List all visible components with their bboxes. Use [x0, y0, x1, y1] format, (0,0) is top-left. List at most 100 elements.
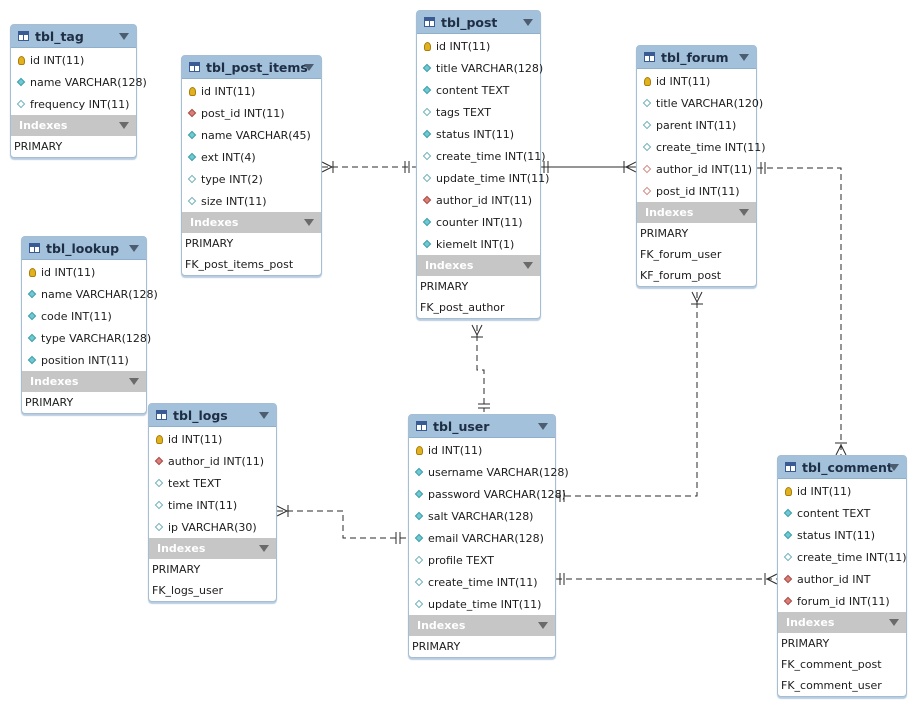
collapse-arrow-icon[interactable]	[538, 622, 548, 629]
table-header[interactable]: tbl_user	[409, 415, 555, 438]
column-row[interactable]: name VARCHAR(128)	[22, 283, 158, 305]
indexes-header[interactable]: Indexes	[778, 612, 906, 633]
collapse-arrow-icon[interactable]	[523, 19, 533, 26]
column-row[interactable]: create_time INT(11)	[409, 571, 555, 593]
index-item[interactable]: PRIMARY	[420, 280, 469, 293]
indexes-header[interactable]: Indexes	[149, 538, 276, 559]
index-item[interactable]: KF_forum_post	[640, 269, 722, 282]
column-row[interactable]: update_time INT(11)	[417, 167, 549, 189]
column-row[interactable]: post_id INT(11)	[637, 180, 756, 202]
column-row[interactable]: parent INT(11)	[637, 114, 756, 136]
column-row[interactable]: create_time INT(11)	[637, 136, 766, 158]
table-header[interactable]: tbl_tag	[11, 25, 136, 48]
indexes-header[interactable]: Indexes	[409, 615, 555, 636]
column-row[interactable]: id INT(11)	[22, 261, 146, 283]
collapse-arrow-icon[interactable]	[129, 245, 139, 252]
indexes-header[interactable]: Indexes	[417, 255, 540, 276]
collapse-arrow-icon[interactable]	[119, 122, 129, 129]
column-row[interactable]: create_time INT(11)	[778, 546, 907, 568]
table-header[interactable]: tbl_post_items	[182, 56, 321, 79]
index-item[interactable]: PRIMARY	[152, 563, 201, 576]
index-item[interactable]: FK_post_author	[420, 301, 505, 314]
column-row[interactable]: text TEXT	[149, 472, 276, 494]
index-item[interactable]: PRIMARY	[14, 140, 63, 153]
index-item[interactable]: FK_post_items_post	[185, 258, 294, 271]
index-item[interactable]: PRIMARY	[412, 640, 461, 653]
column-row[interactable]: profile TEXT	[409, 549, 555, 571]
column-row[interactable]: title VARCHAR(120)	[637, 92, 763, 114]
column-row[interactable]: frequency INT(11)	[11, 93, 136, 115]
column-row[interactable]: size INT(11)	[182, 190, 321, 212]
index-item[interactable]: PRIMARY	[781, 637, 830, 650]
column-row[interactable]: author_id INT	[778, 568, 906, 590]
collapse-arrow-icon[interactable]	[538, 423, 548, 430]
column-row[interactable]: id INT(11)	[778, 480, 906, 502]
column-row[interactable]: tags TEXT	[417, 101, 540, 123]
indexes-header[interactable]: Indexes	[11, 115, 136, 136]
table-header[interactable]: tbl_logs	[149, 404, 276, 427]
collapse-arrow-icon[interactable]	[739, 209, 749, 216]
column-row[interactable]: author_id INT(11)	[417, 189, 540, 211]
column-row[interactable]: content TEXT	[778, 502, 906, 524]
column-row[interactable]: content TEXT	[417, 79, 540, 101]
column-row[interactable]: forum_id INT(11)	[778, 590, 906, 612]
rel-post-user[interactable]	[476, 325, 485, 412]
index-item[interactable]: FK_comment_user	[781, 679, 882, 692]
indexes-header[interactable]: Indexes	[22, 371, 146, 392]
column-row[interactable]: author_id INT(11)	[637, 158, 756, 180]
table-header[interactable]: tbl_lookup	[22, 237, 146, 260]
column-row[interactable]: ext INT(4)	[182, 146, 321, 168]
table-header[interactable]: tbl_post	[417, 11, 540, 34]
collapse-arrow-icon[interactable]	[739, 54, 749, 61]
index-item[interactable]: PRIMARY	[640, 227, 689, 240]
column-row[interactable]: id INT(11)	[409, 439, 555, 461]
column-row[interactable]: kiemelt INT(1)	[417, 233, 540, 255]
column-row[interactable]: create_time INT(11)	[417, 145, 546, 167]
table-header[interactable]: tbl_comment	[778, 456, 906, 479]
column-row[interactable]: id INT(11)	[11, 49, 136, 71]
column-row[interactable]: id INT(11)	[637, 70, 756, 92]
column-row[interactable]: status INT(11)	[778, 524, 906, 546]
column-row[interactable]: time INT(11)	[149, 494, 276, 516]
collapse-arrow-icon[interactable]	[119, 33, 129, 40]
rel-logs-user[interactable]	[277, 510, 408, 539]
collapse-arrow-icon[interactable]	[259, 545, 269, 552]
index-item[interactable]: FK_comment_post	[781, 658, 882, 671]
collapse-arrow-icon[interactable]	[523, 262, 533, 269]
index-item[interactable]: PRIMARY	[25, 396, 74, 409]
column-row[interactable]: username VARCHAR(128)	[409, 461, 569, 483]
collapse-arrow-icon[interactable]	[129, 378, 139, 385]
column-row[interactable]: code INT(11)	[22, 305, 146, 327]
rel-forum-comment[interactable]	[757, 167, 842, 455]
column-row[interactable]: author_id INT(11)	[149, 450, 276, 472]
index-item[interactable]: FK_forum_user	[640, 248, 722, 261]
column-row[interactable]: password VARCHAR(128)	[409, 483, 566, 505]
column-row[interactable]: post_id INT(11)	[182, 102, 321, 124]
column-row[interactable]: id INT(11)	[417, 35, 540, 57]
column-row[interactable]: type INT(2)	[182, 168, 321, 190]
column-row[interactable]: id INT(11)	[149, 428, 276, 450]
collapse-arrow-icon[interactable]	[304, 219, 314, 226]
column-row[interactable]: title VARCHAR(128)	[417, 57, 543, 79]
index-item[interactable]: PRIMARY	[185, 237, 234, 250]
collapse-arrow-icon[interactable]	[889, 619, 899, 626]
indexes-header[interactable]: Indexes	[182, 212, 321, 233]
column-row[interactable]: email VARCHAR(128)	[409, 527, 555, 549]
column-row[interactable]: name VARCHAR(128)	[11, 71, 147, 93]
column-row[interactable]: type VARCHAR(128)	[22, 327, 151, 349]
column-row[interactable]: salt VARCHAR(128)	[409, 505, 555, 527]
column-row[interactable]: counter INT(11)	[417, 211, 540, 233]
collapse-arrow-icon[interactable]	[889, 464, 899, 471]
column-row[interactable]: ip VARCHAR(30)	[149, 516, 276, 538]
column-row[interactable]: position INT(11)	[22, 349, 146, 371]
index-item[interactable]: FK_logs_user	[152, 584, 224, 597]
column-row[interactable]: id INT(11)	[182, 80, 321, 102]
column-row[interactable]: status INT(11)	[417, 123, 540, 145]
